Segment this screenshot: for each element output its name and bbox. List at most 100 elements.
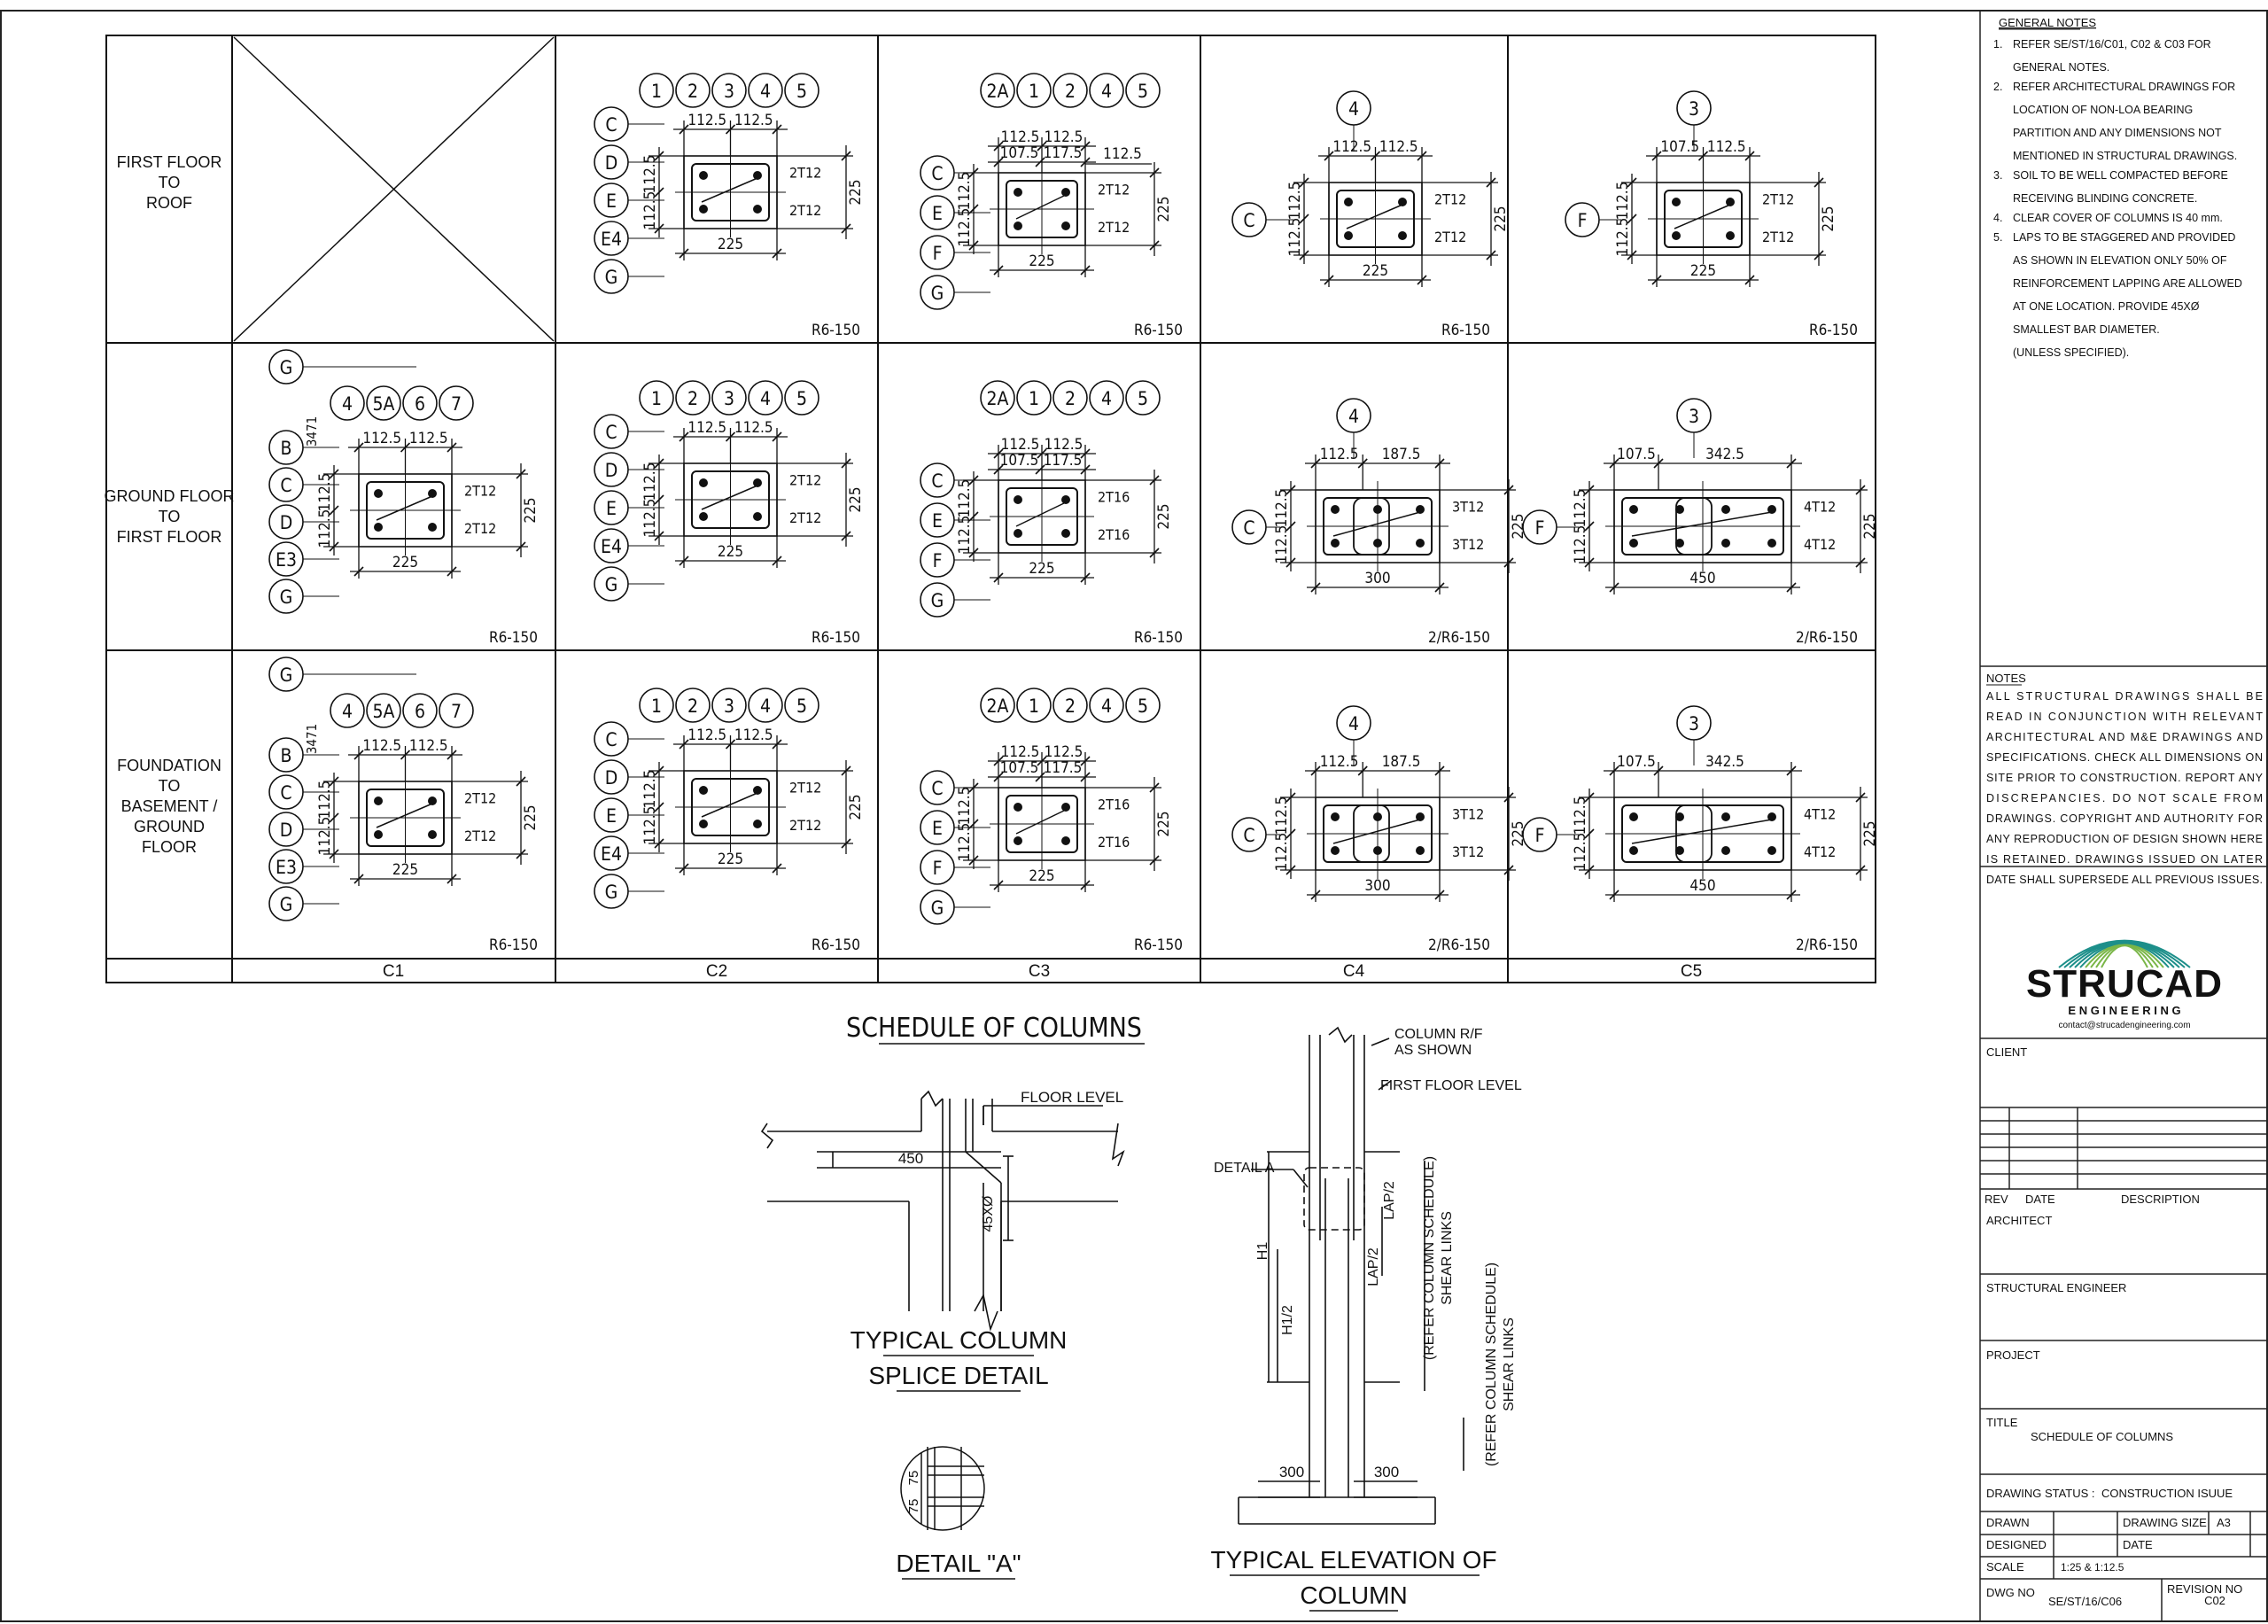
- dim-line: [1037, 756, 1047, 766]
- grid-bubble: [784, 688, 819, 723]
- grid-bubble: [748, 688, 783, 723]
- note-line: IS RETAINED. DRAWINGS ISSUED ON LATER: [1986, 853, 2263, 866]
- note-line: DATE SHALL SUPERSEDE ALL PREVIOUS ISSUES…: [1986, 874, 2263, 886]
- rebar: [699, 478, 708, 487]
- dim-label: 112.5: [687, 419, 726, 437]
- title-block-frame: [1979, 11, 2267, 1621]
- c5-grids: 3F: [1522, 705, 1712, 852]
- dim-label: 107.5: [1000, 452, 1039, 470]
- grid-top-label: 1: [1029, 695, 1039, 717]
- grid-bubble: [1016, 73, 1052, 108]
- dim-label: 112.5: [956, 787, 974, 826]
- typical-elevation: [1238, 1026, 1464, 1525]
- grid-bubble: [784, 380, 819, 416]
- dim-label: 225: [1510, 820, 1527, 846]
- grid-top-label: 3: [1689, 98, 1699, 120]
- dim-line: [772, 863, 782, 874]
- grid-left-label: F: [1578, 210, 1588, 231]
- splice-lap-length: 45XØ: [981, 1196, 996, 1232]
- dim-label: 112.5: [956, 479, 974, 518]
- rebar: [1675, 846, 1684, 855]
- dim-line: [772, 124, 782, 135]
- grid-left-label: C: [931, 163, 943, 184]
- dim-line: [1651, 275, 1662, 285]
- links-label: 2/R6-150: [1796, 936, 1858, 954]
- grid-top-label: 4: [1348, 713, 1359, 734]
- rebar: [1767, 539, 1776, 548]
- rebar: [1061, 529, 1070, 538]
- dim-line: [353, 750, 364, 760]
- dim-label: 112.5: [362, 737, 401, 755]
- grid-top-label: 5A: [373, 701, 395, 722]
- dim-line: [1786, 458, 1797, 469]
- grid-bubble: [711, 688, 747, 723]
- grid-top-label: 6: [415, 393, 425, 415]
- dim-line: [1346, 204, 1403, 229]
- general-note-line: (UNLESS SPECIFIED).: [2013, 346, 2129, 359]
- grid-left-label: G: [605, 882, 618, 903]
- dim-line: [1503, 485, 1514, 495]
- column-schedule-table: [105, 35, 1876, 983]
- dim-line: [447, 750, 457, 760]
- dim-label: 112.5: [641, 806, 659, 845]
- grid-top-label: 4: [1101, 388, 1112, 409]
- elev-column-rf-1: COLUMN R/F: [1394, 1027, 1483, 1042]
- dim-line: [679, 431, 689, 442]
- grid-top-label: 2: [1065, 695, 1076, 717]
- dim-line: [772, 739, 782, 750]
- dim-line: [516, 849, 526, 859]
- general-note-line: SOIL TO BE WELL COMPACTED BEFORE: [2013, 169, 2228, 182]
- grid-top-label: 4: [1348, 406, 1359, 427]
- dim-line: [1855, 865, 1866, 875]
- dim-line: [725, 739, 736, 750]
- dim-line: [993, 464, 1004, 475]
- bar-label: 2T12: [789, 509, 821, 526]
- grid-left-label: G: [280, 894, 293, 915]
- grid-bubble: [784, 73, 819, 108]
- rebar: [1416, 505, 1425, 514]
- dim-line: [1080, 448, 1091, 459]
- general-note-line: PARTITION AND ANY DIMENSIONS NOT: [2013, 127, 2222, 139]
- grid-top-label: 1: [651, 388, 662, 409]
- dim-label: 225: [1492, 206, 1510, 231]
- tb-scale-label: SCALE: [1986, 1560, 2024, 1573]
- dim-line: [1503, 865, 1514, 875]
- grid-top-label: 4: [342, 701, 353, 722]
- rebar: [1014, 221, 1022, 230]
- grid-left-label: E4: [601, 843, 622, 865]
- general-note-line: MENTIONED IN STRUCTURAL DRAWINGS.: [2013, 150, 2237, 162]
- grid-bubble: [980, 688, 1015, 723]
- general-notes-list: 1.REFER SE/ST/16/C01, C02 & C03 FORGENER…: [1993, 38, 2242, 359]
- grid-left-label: F: [933, 243, 943, 264]
- dim-label: 112.5: [734, 419, 773, 437]
- dim-line: [1015, 194, 1067, 220]
- note-line: ARCHITECTURAL AND M&E DRAWINGS AND: [1986, 731, 2263, 743]
- dim-label: 112.5: [1273, 796, 1291, 835]
- rebar: [753, 786, 762, 795]
- grid-left-label: C: [605, 114, 617, 136]
- general-note-line: REFER ARCHITECTURAL DRAWINGS FOR: [2013, 81, 2235, 93]
- dim-line: [1503, 792, 1514, 803]
- dim-line: [1080, 572, 1091, 583]
- dim-label: 112.5: [1286, 218, 1304, 257]
- dim-line: [968, 204, 979, 214]
- rebar: [1061, 221, 1070, 230]
- rebar: [1721, 812, 1730, 821]
- grid-bubble: [1052, 380, 1088, 416]
- dim-label: 300: [1364, 877, 1390, 895]
- grid-top-label: 1: [651, 81, 662, 102]
- dim-line: [1609, 458, 1619, 469]
- rebar: [1014, 188, 1022, 197]
- dim-label: 225: [1690, 262, 1716, 280]
- dim-label: 112.5: [1614, 218, 1632, 257]
- dim-label: 112.5: [1320, 753, 1359, 771]
- dim-line: [1310, 890, 1321, 900]
- elev-column-rf-2: AS SHOWN: [1394, 1043, 1472, 1058]
- rebar: [753, 512, 762, 521]
- rebar: [1675, 812, 1684, 821]
